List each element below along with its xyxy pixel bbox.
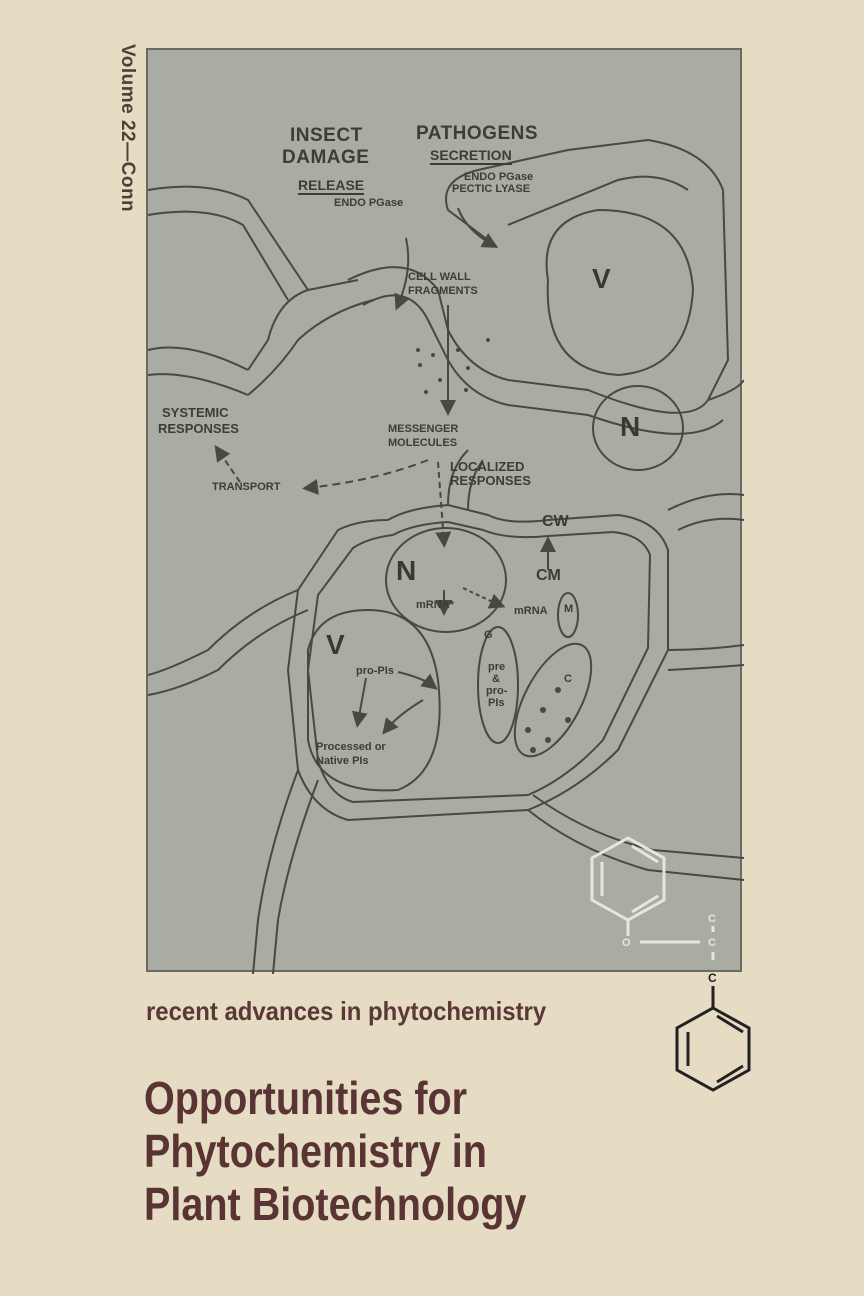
label-insect: INSECT	[290, 125, 363, 146]
label-cm: CM	[536, 567, 561, 584]
label-pro-pis: pro-PIs	[356, 665, 394, 677]
label-cell-wall: CELL WALL	[408, 271, 471, 283]
label-nucleus-bottom: N	[396, 555, 417, 586]
label-secretion: SECRETION	[430, 147, 512, 165]
label-localized: LOCALIZED	[450, 459, 525, 474]
book-title-line-2: Phytochemistry in	[144, 1125, 487, 1177]
label-systemic-responses: RESPONSES	[158, 421, 239, 436]
label-pectic-lyase: PECTIC LYASE	[452, 183, 531, 195]
label-pis: PIs	[488, 697, 505, 709]
label-native-pis: Native PIs	[316, 755, 369, 767]
label-damage: DAMAGE	[282, 147, 370, 168]
label-cw: CW	[542, 513, 569, 530]
molecule-structure: O C C C	[590, 836, 751, 1092]
label-messenger: MESSENGER	[388, 423, 459, 435]
molecule-atom-c1: C	[708, 913, 716, 925]
label-release: RELEASE	[298, 177, 365, 195]
molecule-atom-c3: C	[708, 971, 717, 985]
label-endo-pgase-right: ENDO PGase	[464, 171, 534, 183]
book-title-line-3: Plant Biotechnology	[144, 1178, 527, 1230]
label-g: G	[484, 629, 493, 641]
label-and: &	[492, 673, 500, 685]
book-title-line-1: Opportunities for	[144, 1072, 468, 1124]
label-systemic: SYSTEMIC	[162, 405, 229, 420]
label-pre: pre	[488, 661, 506, 673]
label-nucleus-top: N	[620, 411, 641, 442]
label-c: C	[564, 673, 572, 685]
label-transport: TRANSPORT	[212, 481, 281, 493]
label-pro: pro-	[486, 685, 508, 697]
cover-illustration: INSECT DAMAGE PATHOGENS SECRETION RELEAS…	[146, 48, 744, 974]
label-processed: Processed or	[316, 741, 386, 753]
spine-text: Volume 22—Conn	[117, 44, 138, 213]
label-vacuole-top: V	[592, 263, 611, 294]
molecule-atom-c2: C	[708, 937, 716, 949]
label-localized-responses: RESPONSES	[450, 473, 531, 488]
label-pathogens: PATHOGENS	[416, 123, 539, 144]
cell-diagram-drawing	[148, 138, 744, 974]
label-mrna-star: mRNA*	[416, 599, 454, 611]
book-title: Opportunities for Phytochemistry in Plan…	[144, 1072, 526, 1231]
label-fragments: FRAGMENTS	[408, 285, 478, 297]
label-molecules: MOLECULES	[388, 437, 458, 449]
label-endo-pgase-left: ENDO PGase	[334, 197, 404, 209]
label-mrna: mRNA	[514, 605, 548, 617]
label-vacuole-bottom: V	[326, 629, 345, 660]
series-title: recent advances in phytochemistry	[146, 996, 547, 1026]
label-m: M	[564, 603, 574, 615]
molecule-atom-o: O	[622, 937, 631, 949]
